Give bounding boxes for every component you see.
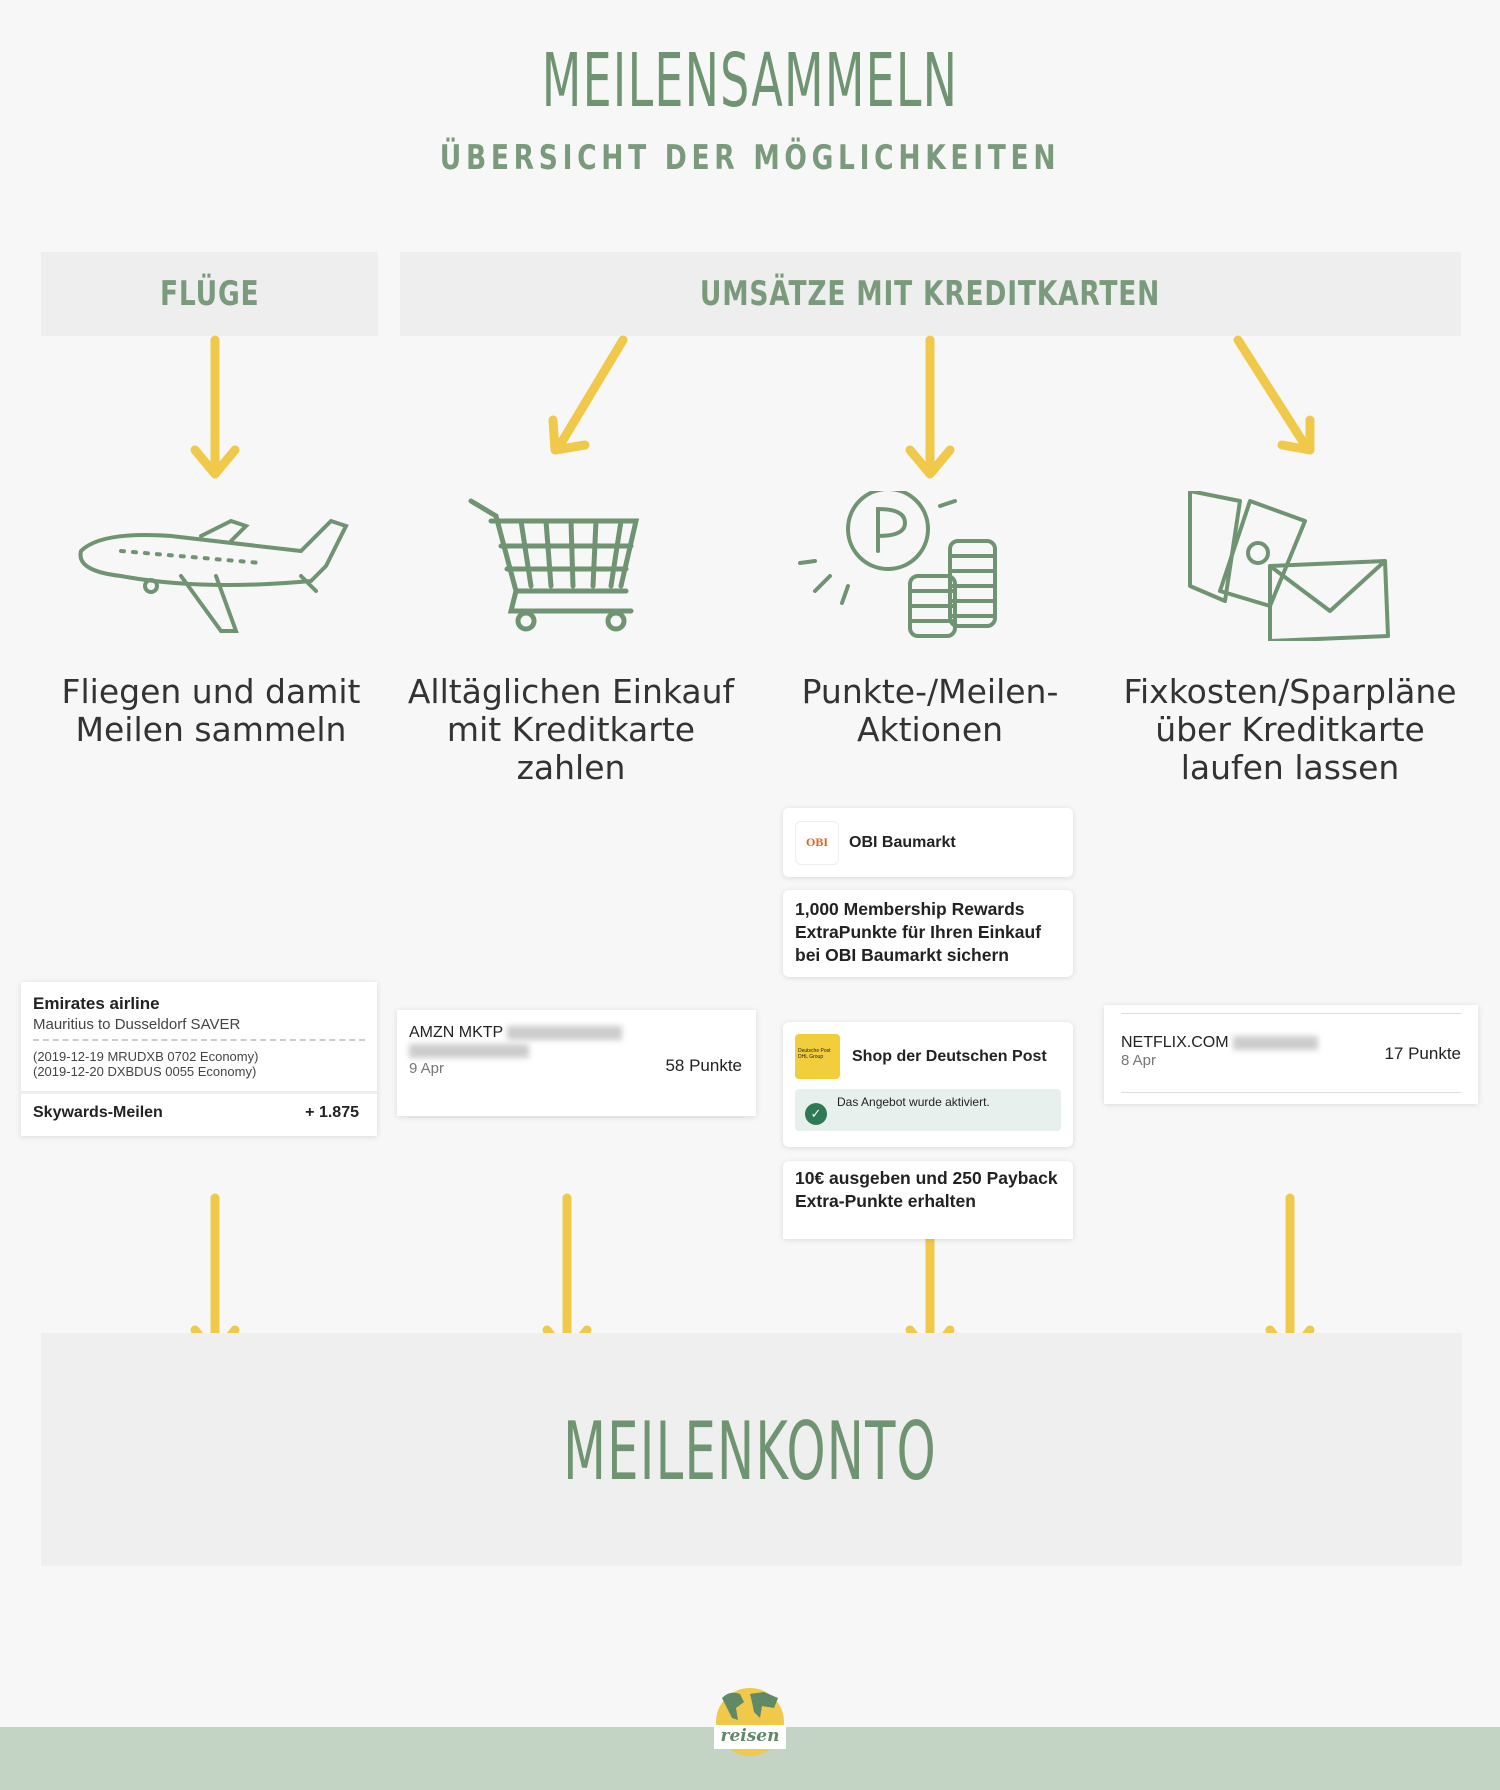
category-cards-label: UMSÄTZE MIT KREDITKARTEN — [700, 274, 1161, 314]
airplane-icon — [78, 518, 349, 633]
page-subtitle: ÜBERSICHT DER MÖGLICHKEITEN — [439, 138, 1061, 178]
miles-account-title: MEILENKONTO — [563, 1405, 937, 1498]
emirates-route: Mauritius to Dusseldorf SAVER — [33, 1016, 365, 1041]
netflix-transaction-card: NETFLIX.COM 8 Apr 17 Punkte — [1104, 1005, 1478, 1104]
obi-name: OBI Baumarkt — [849, 833, 956, 851]
amazon-date: 9 Apr — [409, 1060, 445, 1077]
skywards-label: Skywards-Meilen — [33, 1104, 163, 1121]
check-icon: ✓ — [805, 1103, 827, 1125]
logo-text: reisen — [714, 1725, 786, 1749]
post-merchant-card: Deutsche Post DHL Group Shop der Deutsch… — [783, 1022, 1073, 1147]
obi-merchant-card: OBI OBI Baumarkt — [783, 808, 1073, 877]
column-label-flights: Fliegen und damit Meilen sammeln — [61, 672, 361, 749]
amazon-transaction-card: AMZN MKTP 9 Apr 58 Punkte — [397, 1010, 756, 1118]
arrow-down-icon — [190, 335, 240, 479]
arrow-down-right-icon — [1233, 335, 1315, 455]
miles-account-box — [41, 1333, 1462, 1566]
site-logo: reisen — [714, 1688, 786, 1760]
amazon-points: 58 Punkte — [665, 1056, 742, 1075]
netflix-points: 17 Punkte — [1384, 1044, 1461, 1063]
obi-logo: OBI — [795, 820, 839, 865]
column-label-promotions: Punkte-/Meilen-Aktionen — [801, 672, 1059, 749]
column-label-fixed-costs: Fixkosten/Sparpläne über Kreditkarte lau… — [1123, 672, 1457, 787]
category-credit-cards: UMSÄTZE MIT KREDITKARTEN — [400, 252, 1461, 336]
points-coins-icon — [798, 491, 997, 638]
post-name: Shop der Deutschen Post — [852, 1047, 1047, 1065]
shopping-cart-icon — [468, 498, 640, 632]
category-flights: FLÜGE — [41, 252, 378, 336]
arrow-down-left-icon — [548, 335, 628, 455]
emirates-leg-2: (2019-12-20 DXBDUS 0055 Economy) — [33, 1064, 257, 1079]
emirates-leg-1: (2019-12-19 MRUDXB 0702 Economy) — [33, 1049, 259, 1064]
post-logo: Deutsche Post DHL Group — [795, 1034, 840, 1079]
page-title: MEILENSAMMELN — [541, 38, 959, 124]
amazon-merchant: AMZN MKTP — [409, 1024, 503, 1041]
post-offer: 10€ ausgeben und 250 Payback Extra-Punkt… — [783, 1161, 1073, 1239]
emirates-card: Emirates airline Mauritius to Dusseldorf… — [21, 982, 377, 1136]
column-label-shopping: Alltäglichen Einkauf mit Kreditkarte zah… — [407, 672, 735, 787]
money-envelope-icon — [1188, 491, 1390, 641]
skywards-value: + 1.875 — [305, 1104, 359, 1121]
netflix-date: 8 Apr — [1121, 1052, 1157, 1069]
netflix-merchant: NETFLIX.COM — [1121, 1034, 1229, 1051]
arrows — [190, 335, 1315, 1361]
obi-offer: 1,000 Membership Rewards ExtraPunkte für… — [783, 890, 1073, 977]
emirates-title: Emirates airline — [33, 994, 160, 1013]
category-flights-label: FLÜGE — [159, 274, 260, 314]
arrow-down-icon — [905, 335, 955, 479]
offer-status: Das Angebot wurde aktiviert. — [837, 1095, 990, 1109]
offer-activated-banner: ✓ Das Angebot wurde aktiviert. — [795, 1089, 1061, 1131]
